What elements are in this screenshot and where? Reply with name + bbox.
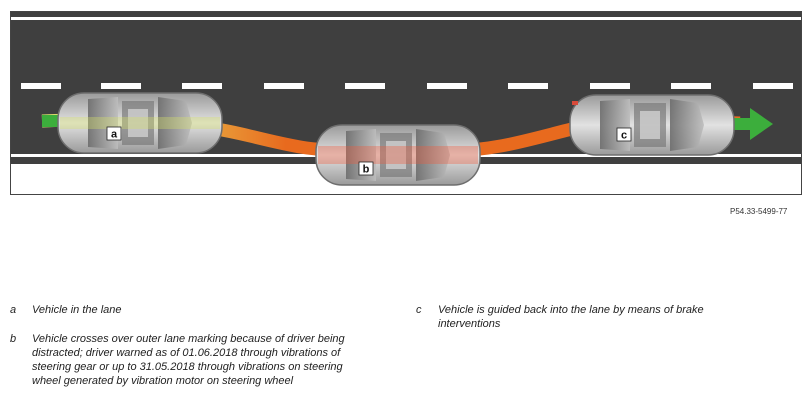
legend-text-c: Vehicle is guided back into the lane by … <box>438 304 704 330</box>
marker-c-label: c <box>621 130 627 142</box>
brake-light-icon <box>572 101 578 105</box>
marker-b: b <box>358 161 374 176</box>
car-b <box>315 124 481 186</box>
marker-b-label: b <box>363 164 370 176</box>
car-c <box>569 94 735 156</box>
legend-text-b: Vehicle crosses over outer lane marking … <box>32 333 345 387</box>
top-edge-line <box>11 17 801 20</box>
figure-reference: P54.33-5499-77 <box>730 207 788 216</box>
legend-key-a: a <box>10 304 17 316</box>
direction-arrow-icon <box>732 108 773 140</box>
lane-keeping-diagram: a b c <box>10 11 802 195</box>
center-dashed-line <box>21 83 793 89</box>
marker-a-label: a <box>111 129 118 141</box>
marker-a: a <box>106 126 122 141</box>
legend-key-b: b <box>10 333 17 345</box>
marker-c: c <box>616 127 632 142</box>
legend-text-a: Vehicle in the lane <box>32 304 122 316</box>
car-a <box>57 92 223 154</box>
car-b-warning-glow <box>318 146 478 164</box>
legend-key-c: c <box>416 304 422 316</box>
car-a-lane-glow <box>60 117 220 129</box>
